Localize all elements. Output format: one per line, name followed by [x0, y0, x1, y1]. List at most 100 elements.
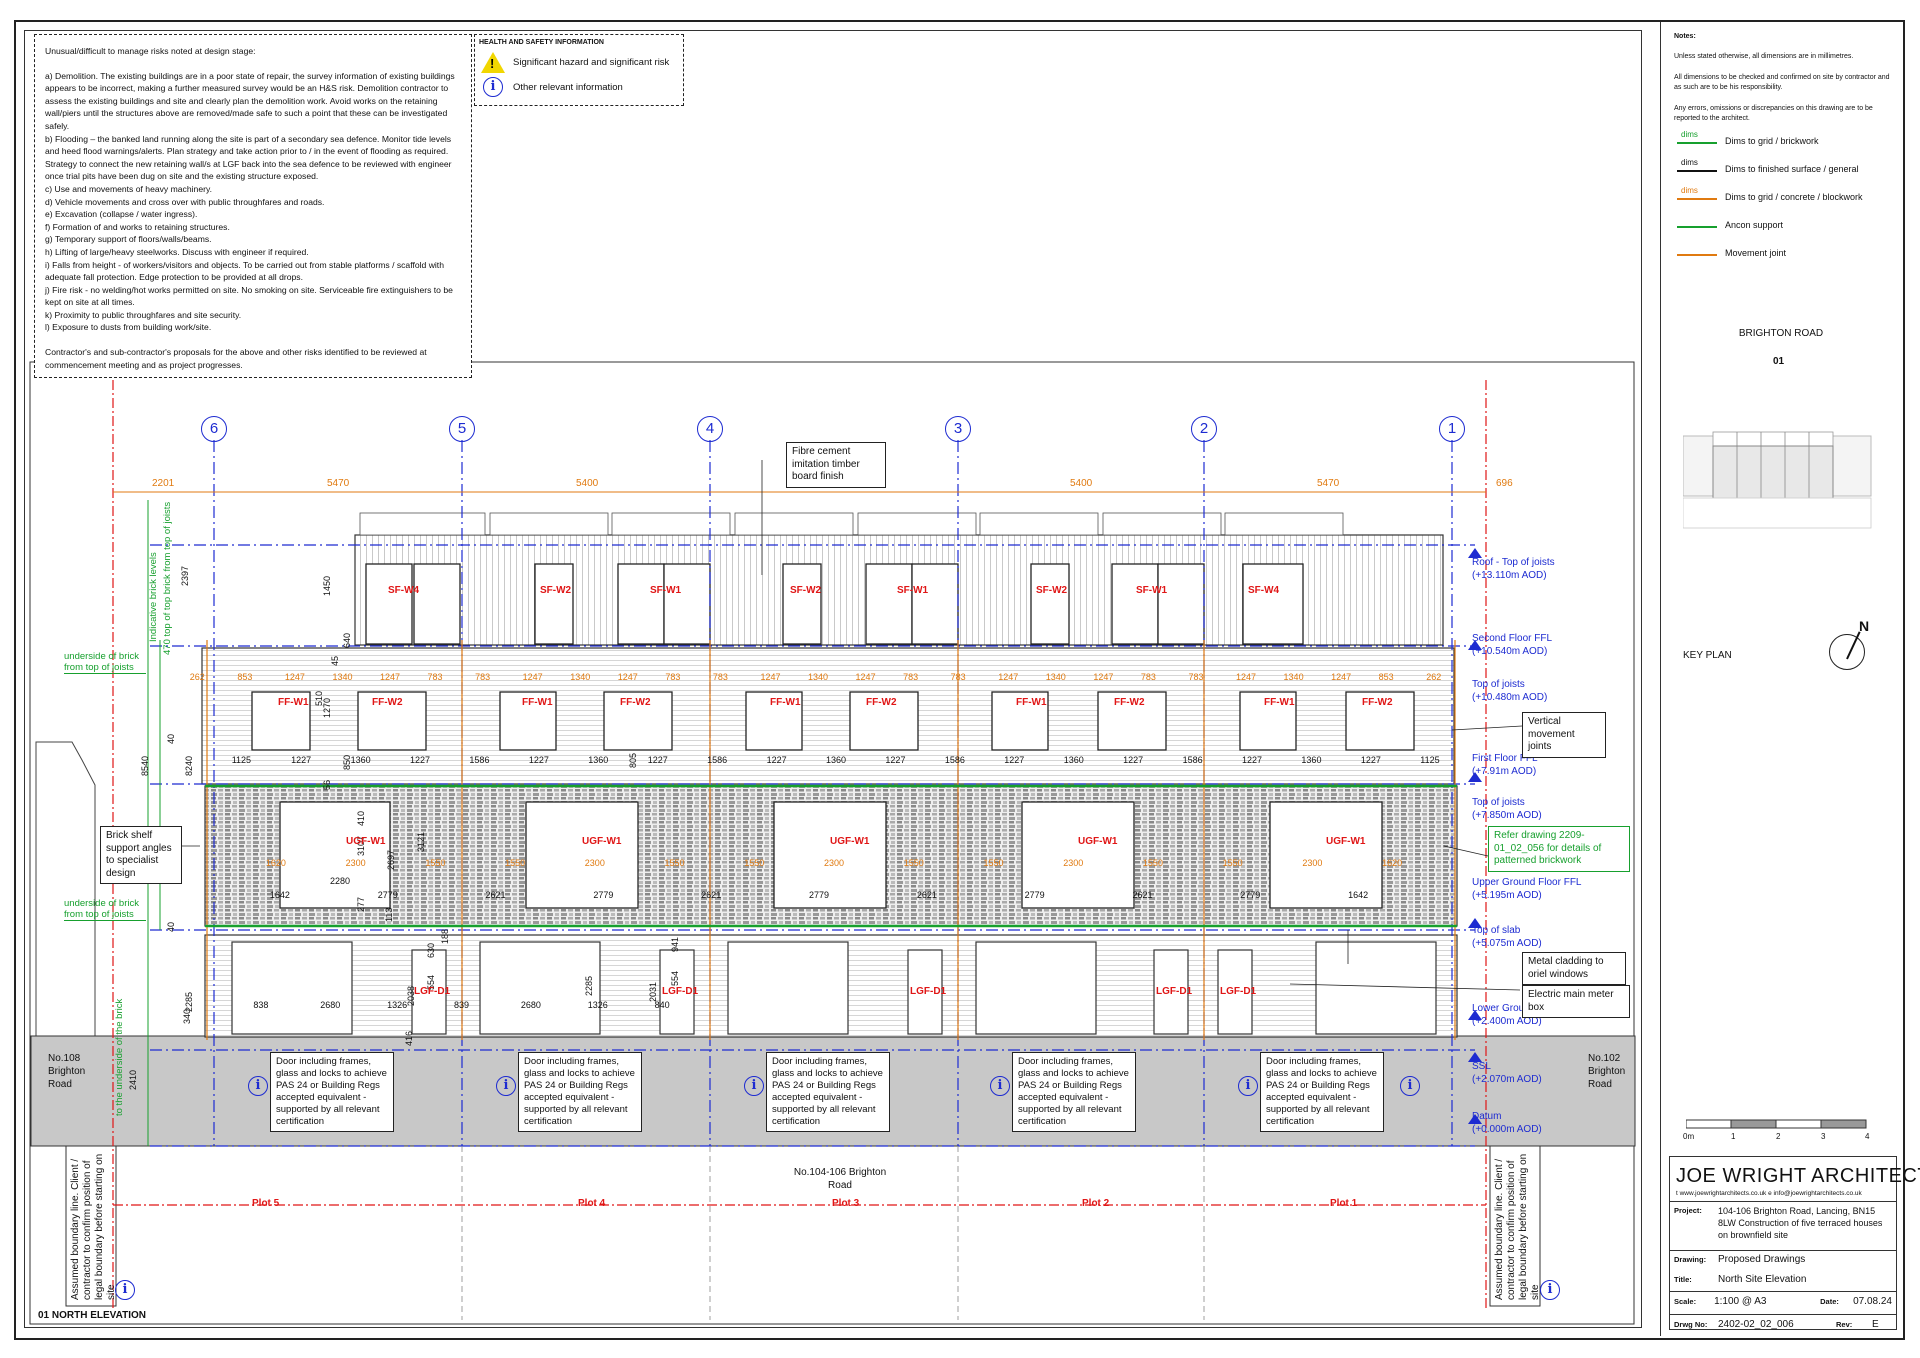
ugf-sub-dim: 2621 [1132, 890, 1153, 900]
ugf-sub-dim: 2779 [377, 890, 398, 900]
legend-label: Ancon support [1725, 220, 1784, 230]
window-tag: FF-W2 [1362, 697, 1393, 708]
sf-dim: 1247 [760, 672, 781, 682]
risk-item: k) Proximity to public throughfares and … [45, 309, 242, 320]
title-value: North Site Elevation [1718, 1274, 1807, 1285]
level-value: (+2.070m AOD) [1472, 1074, 1542, 1085]
sf-dim: 1340 [332, 672, 353, 682]
level-value: (+13.110m AOD) [1472, 570, 1547, 581]
risks-heading: Unusual/difficult to manage risks noted … [45, 46, 256, 56]
north-elevation-drawing [29, 361, 1636, 1325]
legend-swatch [1677, 226, 1717, 228]
drawing-label: Drawing: [1674, 1255, 1707, 1264]
legend-label: Dims to finished surface / general [1725, 164, 1859, 174]
top-dim: 2201 [152, 478, 175, 489]
level-label: Upper Ground Floor FFL(+5.195m AOD) [1472, 876, 1582, 902]
vertical-dim: 45 [330, 655, 340, 666]
ugf-sub-dim: 2621 [485, 890, 506, 900]
grid-bubble-2: 2 [1191, 416, 1217, 442]
neighbour-108-label: No.108 Brighton Road [48, 1053, 86, 1090]
window-tag: SF-W4 [1248, 585, 1280, 596]
vertical-dim: 805 [628, 752, 638, 768]
window-tag: UGF-W1 [346, 836, 386, 847]
drawing-value: Proposed Drawings [1718, 1254, 1806, 1265]
window-tag: SF-W1 [897, 585, 929, 596]
top-dim: 5470 [1317, 478, 1340, 489]
callout-brick-shelf: Brick shelf support angles to specialist… [100, 826, 182, 884]
info-icon: i [115, 1280, 135, 1300]
legend-label: Dims to grid / brickwork [1725, 136, 1819, 146]
scale-bar [1686, 1119, 1867, 1129]
ff-dim: 1227 [1360, 755, 1381, 765]
north-label: N [1859, 618, 1870, 634]
door-note: Door including frames, glass and locks t… [1012, 1052, 1136, 1132]
vertical-dim: 40 [166, 733, 176, 744]
vertical-dim: 340 [182, 1008, 192, 1024]
top-dim: 5400 [1070, 478, 1093, 489]
ugf-sub-dim: 2779 [1240, 890, 1261, 900]
hs-title: HEALTH AND SAFETY INFORMATION [479, 39, 604, 46]
legend-label: Movement joint [1725, 248, 1787, 258]
title-label: Title: [1674, 1275, 1692, 1284]
vertical-dim: 850 [342, 754, 352, 770]
firm-contact: t www.joewrightarchitects.co.uk e info@j… [1676, 1190, 1862, 1197]
lgf-dim: 1326 [587, 1000, 608, 1010]
callout-meter-box: Electric main meter box [1522, 985, 1630, 1018]
window-tag: FF-W1 [522, 697, 553, 708]
info-icon: i [1400, 1076, 1420, 1096]
plot-label: Plot 1 [1330, 1198, 1358, 1209]
sf-dim: 262 [1426, 672, 1442, 682]
keyplan-ref: 01 [1773, 356, 1785, 367]
door-tag: LGF-D1 [414, 986, 451, 997]
lgf-dim: 2680 [320, 1000, 341, 1010]
plot-dividers [461, 1146, 1205, 1320]
window-tag: UGF-W1 [1078, 836, 1118, 847]
window-tag: UGF-W1 [1326, 836, 1366, 847]
plot-label: Plot 4 [578, 1198, 606, 1209]
ff-dim: 1227 [1004, 755, 1025, 765]
scale-label: 0m [1683, 1132, 1695, 1141]
top-dim: 5470 [327, 478, 350, 489]
vertical-dim: 554 [670, 970, 680, 986]
movement-joints [206, 640, 1456, 1040]
sf-dim: 1340 [808, 672, 829, 682]
sf-dim: 1247 [855, 672, 876, 682]
notes-title: Notes: [1674, 33, 1696, 40]
ff-dim: 1227 [291, 755, 312, 765]
ugf-dim: 1550 [983, 858, 1004, 868]
vertical-dim: 113 [384, 907, 394, 922]
vertical-dim: 188 [440, 928, 450, 944]
window-tag: SF-W1 [1136, 585, 1168, 596]
sf-dim: 1247 [1093, 672, 1114, 682]
risk-item: f) Formation of and works to retaining s… [45, 221, 230, 232]
notes-panel: Notes: Unless stated otherwise, all dime… [1674, 32, 1894, 123]
grid-bubble-1: 1 [1439, 416, 1465, 442]
sf-dim: 783 [1140, 672, 1156, 682]
keyplan-road: BRIGHTON ROAD [1738, 328, 1824, 339]
level-label: Top of slab(+5.075m AOD) [1472, 924, 1542, 950]
level-name: Datum [1472, 1111, 1502, 1122]
risk-item: c) Use and movements of heavy machinery. [45, 183, 213, 194]
boundary-note-box-right [1489, 1145, 1541, 1307]
firm-block: JOE WRIGHT ARCHITECTS t www.joewrightarc… [1669, 1156, 1920, 1330]
level-name: First Floor FFL [1472, 753, 1538, 764]
project-value: 104-106 Brighton Road, Lancing, BN15 8LW… [1718, 1206, 1883, 1240]
sf-dim: 783 [950, 672, 966, 682]
ugf-sub-dim: 2621 [701, 890, 722, 900]
drawing-number: 2402-02_02_006 [1718, 1319, 1794, 1330]
ugf-dim: 1550 [744, 858, 765, 868]
sf-dim: 783 [712, 672, 728, 682]
sf-dim: 1340 [570, 672, 591, 682]
info-icon: i [483, 77, 503, 97]
level-value: (+0.000m AOD) [1472, 1124, 1542, 1135]
sf-dim: 1247 [284, 672, 305, 682]
roof-parapets [359, 512, 1344, 536]
door-tag: LGF-D1 [1156, 986, 1193, 997]
risk-item: d) Vehicle movements and cross over with… [45, 196, 325, 207]
window-tag: SF-W2 [540, 585, 572, 596]
vertical-dim: 2285 [584, 975, 594, 996]
window-tag: UGF-W1 [582, 836, 622, 847]
vertical-dim: 2697 [386, 849, 396, 870]
